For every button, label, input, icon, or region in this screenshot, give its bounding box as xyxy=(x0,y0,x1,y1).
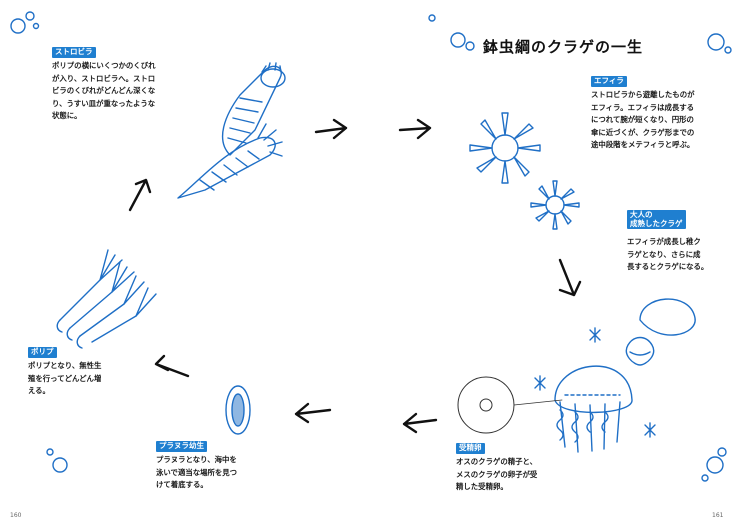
desc-line: につれて腕が短くなり、円形の xyxy=(591,115,694,125)
stage-desc-egg: オスのクラゲの精子と、 メスのクラゲの卵子が受 精した受精卵。 xyxy=(456,456,576,494)
stage-tag-adult: 大人の 成熟したクラゲ xyxy=(627,210,686,230)
desc-line: ビラのくびれがどんどん深くな xyxy=(52,86,156,96)
adult-jellyfish-drawing xyxy=(554,365,633,453)
desc-line: 長するとクラゲになる。 xyxy=(627,262,709,272)
desc-line: 傘に近づくが、クラゲ形までの xyxy=(591,127,695,137)
desc-line: 泳いで適当な場所を見つ xyxy=(156,467,238,477)
desc-line: 殖を行ってどんどん増 xyxy=(28,373,102,383)
tag-line: 成熟したクラゲ xyxy=(630,218,683,228)
desc-line: エフィラ。エフィラは成長する xyxy=(591,102,695,112)
arrow-ephyra-to-adult xyxy=(558,258,582,297)
bubble-decoration-title xyxy=(428,14,732,54)
desc-line: オスのクラゲの精子と、 xyxy=(456,457,538,466)
desc-line: 途中段階をメテフィラと呼ぶ。 xyxy=(591,140,695,150)
desc-line: ポリプの横にいくつかのくびれ xyxy=(52,61,156,70)
desc-line: り、うすい皿が重なったような xyxy=(52,98,156,108)
arrow-planula-to-polyp xyxy=(154,354,190,378)
stage-desc-planula: プラヌラとなり、海中を 泳いで適当な場所を見つ けて着底する。 xyxy=(156,454,276,492)
stage-desc-adult: エフィラが成長し稚ク ラゲとなり、さらに成 長するとクラゲになる。 xyxy=(627,236,731,274)
stage-tag-polyp: ポリプ xyxy=(28,347,57,358)
desc-line: メスのクラゲの卵子が受 xyxy=(456,469,538,479)
desc-line: える。 xyxy=(28,386,50,396)
stage-tag-strobila: ストロビラ xyxy=(52,47,96,58)
tag-line: 大人の xyxy=(630,210,653,219)
bubble-decoration-top-left xyxy=(10,11,40,34)
desc-line: ポリプとなり、無性生 xyxy=(28,361,102,370)
young-jellyfish-drawing xyxy=(625,298,696,366)
desc-line: エフィラが成長し稚ク xyxy=(627,237,701,246)
desc-line: が入り、ストロビラへ。ストロ xyxy=(52,73,156,83)
fertilized-egg-drawing xyxy=(457,376,563,434)
desc-line: 状態に。 xyxy=(52,111,82,121)
arrow-strobila-to-ephyra xyxy=(314,118,432,140)
stage-tag-planula: プラヌラ幼生 xyxy=(156,441,207,452)
page-title: 鉢虫綱のクラゲの一生 xyxy=(483,38,644,56)
desc-line: 精した受精卵。 xyxy=(456,482,508,492)
stage-desc-strobila: ポリプの横にいくつかのくびれ が入り、ストロビラへ。ストロ ビラのくびれがどんど… xyxy=(52,60,202,123)
stage-tag-ephyra: エフィラ xyxy=(591,76,627,87)
planula-drawing xyxy=(225,385,251,435)
ephyra-drawing xyxy=(469,112,580,230)
polyp-drawing xyxy=(56,249,157,349)
desc-line: けて着底する。 xyxy=(156,480,208,490)
arrow-polyp-to-strobila xyxy=(128,178,152,212)
stage-tag-egg: 受精卵 xyxy=(456,443,485,454)
bubble-decoration-bottom xyxy=(46,447,727,482)
page-number-left: 160 xyxy=(10,512,22,519)
page-number-right: 161 xyxy=(712,512,724,519)
arrow-egg-to-planula xyxy=(294,402,438,434)
desc-line: ストロビラから遊離したものが xyxy=(591,90,695,99)
stage-desc-ephyra: ストロビラから遊離したものが エフィラ。エフィラは成長する につれて腕が短くなり… xyxy=(591,89,731,152)
desc-line: ラゲとなり、さらに成 xyxy=(627,249,701,259)
strobila-drawing xyxy=(177,62,286,199)
sperm-asterisk-decoration xyxy=(534,327,656,438)
stage-desc-polyp: ポリプとなり、無性生 殖を行ってどんどん増 える。 xyxy=(28,360,128,398)
desc-line: プラヌラとなり、海中を xyxy=(156,455,237,464)
